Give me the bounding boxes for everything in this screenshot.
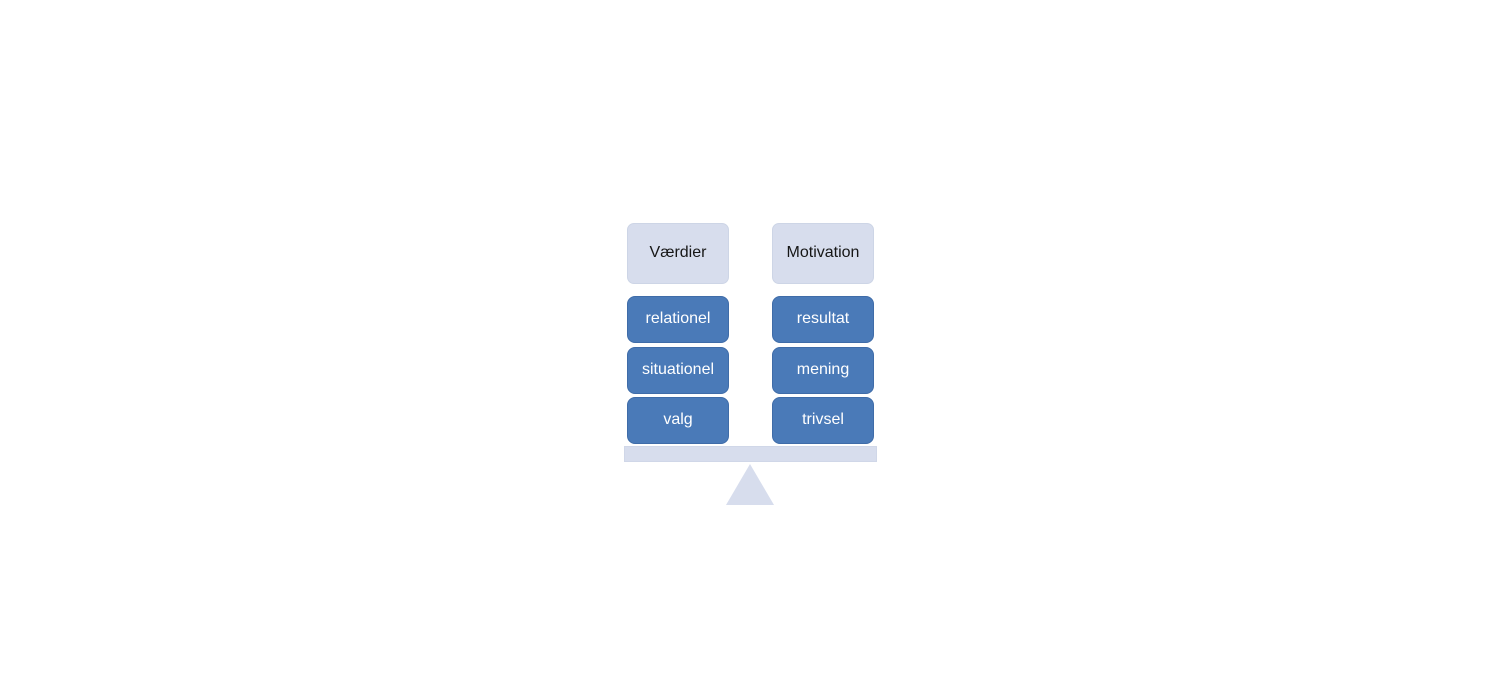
item-label-right-1: resultat — [796, 310, 850, 328]
item-box-right-1[interactable]: resultat — [772, 296, 874, 343]
item-label-left-1: relationel — [645, 310, 711, 328]
item-box-right-2[interactable]: mening — [772, 347, 874, 394]
item-label-right-3: trivsel — [802, 411, 844, 429]
item-label-left-3: valg — [663, 411, 693, 429]
item-box-right-3[interactable]: trivsel — [772, 397, 874, 444]
item-box-left-1[interactable]: relationel — [627, 296, 729, 343]
header-label-left: Værdier — [649, 244, 707, 262]
header-box-left[interactable]: Værdier — [627, 223, 729, 284]
item-label-left-2: situationel — [641, 361, 715, 379]
item-box-left-3[interactable]: valg — [627, 397, 729, 444]
fulcrum-triangle-icon — [726, 464, 774, 505]
item-box-left-2[interactable]: situationel — [627, 347, 729, 394]
header-label-right: Motivation — [786, 244, 860, 262]
balance-bar — [624, 446, 877, 462]
item-label-right-2: mening — [796, 361, 850, 379]
header-box-right[interactable]: Motivation — [772, 223, 874, 284]
